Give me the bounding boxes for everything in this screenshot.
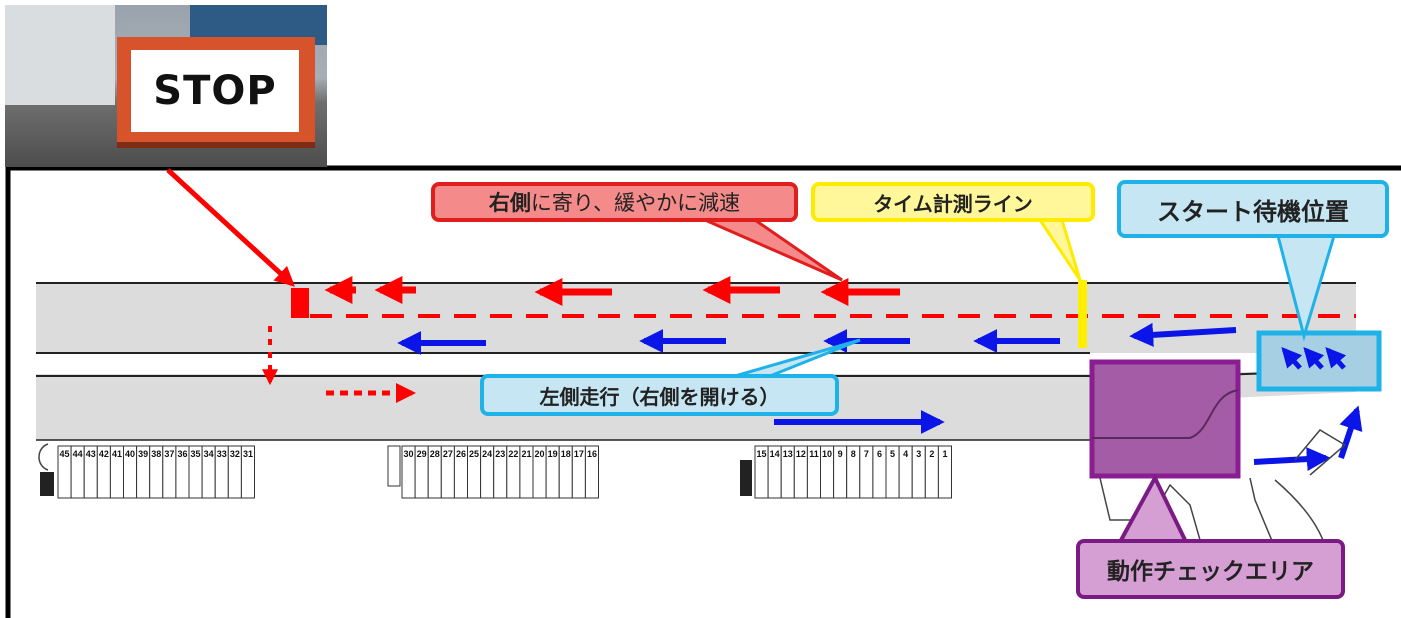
parking-stall-number: 14 — [770, 449, 780, 459]
timing-line-callout: タイム計測ライン — [811, 182, 1095, 222]
parking-stall-number: 12 — [796, 449, 806, 459]
parking-stall-number: 35 — [191, 449, 201, 459]
parking-stall-number: 15 — [757, 449, 767, 459]
parking-stall — [584, 445, 600, 499]
check-area-callout: 動作チェックエリア — [1076, 539, 1345, 599]
stop-sign-text: STOP — [131, 50, 299, 132]
keep-left-pointer — [734, 338, 861, 378]
parking-stall-number: 27 — [443, 449, 453, 459]
check-area — [1089, 359, 1347, 576]
blue-route — [397, 322, 1363, 472]
parking-stall-number: 3 — [916, 449, 921, 459]
blue-arrow — [1129, 322, 1237, 347]
slow-down-callout: 右側に寄り、緩やかに減速 — [431, 182, 798, 222]
parking-stall-number: 32 — [230, 449, 240, 459]
parking-stall-number: 8 — [851, 449, 856, 459]
red-route — [166, 168, 1356, 403]
slow-down-pointer — [704, 218, 843, 282]
parking-stall-number: 30 — [404, 449, 414, 459]
parking-stall-number: 28 — [430, 449, 440, 459]
timing-pointer — [1038, 219, 1082, 281]
parking-stall-number: 24 — [482, 449, 492, 459]
slow-down-rest: に寄り、緩やかに減速 — [530, 191, 741, 215]
parking-stall-number: 17 — [574, 449, 584, 459]
start-waiting-box — [1256, 330, 1382, 392]
parking-stall-number: 38 — [151, 449, 161, 459]
parking-stall-number: 39 — [138, 449, 148, 459]
parking-stall-number: 13 — [783, 449, 793, 459]
start-wait-pointer — [1276, 235, 1336, 342]
parking-stall-number: 22 — [508, 449, 518, 459]
parking-stall-number: 7 — [864, 449, 869, 459]
parking-stall-number: 25 — [469, 449, 479, 459]
timing-line-marker — [1078, 280, 1087, 348]
parking-stall-number: 10 — [822, 449, 832, 459]
parking-stall — [937, 445, 953, 499]
parking-stall-number: 42 — [99, 449, 109, 459]
slow-down-bold: 右側 — [488, 191, 531, 215]
parking-stall-number: 19 — [548, 449, 558, 459]
parking-stall-number: 34 — [204, 449, 214, 459]
parking-stall-number: 36 — [177, 449, 187, 459]
parking-stall-number: 43 — [86, 449, 96, 459]
parking-stall — [240, 445, 255, 499]
parking-stall-number: 26 — [456, 449, 466, 459]
parking-stall-number: 1 — [942, 449, 947, 459]
parking-stall-number: 41 — [112, 449, 122, 459]
parking-stall-number: 6 — [877, 449, 882, 459]
parking-stall-number: 31 — [243, 449, 253, 459]
parking-stall-number: 9 — [838, 449, 843, 459]
parking-stall-number: 40 — [125, 449, 135, 459]
photo-wall — [5, 5, 115, 105]
stall-separator — [740, 460, 752, 496]
keep-left-callout: 左側走行（右側を開ける） — [480, 374, 839, 416]
blue-arrow-right — [1253, 447, 1331, 472]
parking-stall-number: 23 — [495, 449, 505, 459]
parking-stall-number: 21 — [521, 449, 531, 459]
parking-stall-number: 11 — [809, 449, 819, 459]
parking-stall-number: 5 — [890, 449, 895, 459]
check-area-pointer — [1118, 473, 1188, 543]
blue-arrow-up — [1338, 405, 1363, 459]
parking-stall-number: 16 — [587, 449, 597, 459]
parking-stall-number: 18 — [561, 449, 571, 459]
stop-sign-photo: STOP — [5, 5, 327, 167]
parking-stall-number: 4 — [903, 449, 908, 459]
stop-point — [291, 288, 309, 318]
photo-pointer-arrow — [166, 168, 295, 287]
start-wait-callout: スタート待機位置 — [1117, 180, 1389, 238]
parking-stall-number: 44 — [73, 449, 83, 459]
parking-stall-number: 29 — [417, 449, 427, 459]
parking-stall-number: 37 — [164, 449, 174, 459]
parking-stall-number: 33 — [217, 449, 227, 459]
parking-stall-number: 45 — [60, 449, 70, 459]
stall-separator — [387, 445, 401, 487]
parking-stall-number: 2 — [929, 449, 934, 459]
parking-stall-number: 20 — [535, 449, 545, 459]
diagram-frame — [5, 165, 1401, 618]
